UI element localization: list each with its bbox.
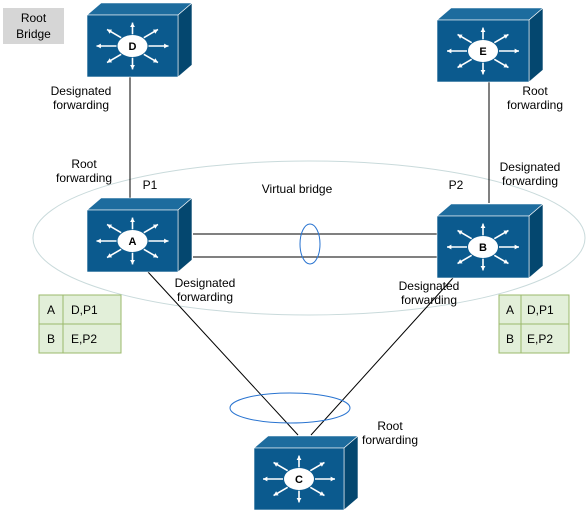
switch-arrows-icon	[96, 22, 169, 70]
table-right-r1c1: A	[506, 303, 514, 317]
b-designated-top-line-2: forwarding	[502, 174, 558, 188]
a-designated-line-1: Designated	[175, 276, 236, 290]
table-right-r2c2: E,P2	[527, 332, 553, 346]
lag-ellipse-ab	[299, 223, 321, 265]
c-root-line-1: Root	[377, 419, 403, 433]
port-p2-label: P2	[449, 178, 464, 192]
a-root-line-2: forwarding	[56, 171, 112, 185]
switch-b: B	[436, 203, 544, 279]
switch-center	[284, 468, 314, 490]
switch-arrows-icon	[447, 223, 519, 271]
lag-ellipse-c	[229, 392, 351, 424]
switch-e-label: E	[479, 46, 486, 58]
switch-d: D	[86, 2, 193, 78]
switch-arrows-icon	[96, 217, 169, 265]
a-designated-line-2: forwarding	[177, 290, 233, 304]
switch-a: A	[86, 197, 193, 273]
a-root-line-1: Root	[71, 157, 97, 171]
b-designated-bottom-line-1: Designated	[399, 279, 460, 293]
labels: Designated forwarding Root forwarding P1…	[51, 84, 563, 447]
table-right-r1c2: D,P1	[527, 303, 554, 317]
switch-center	[468, 236, 498, 258]
c-root-line-2: forwarding	[362, 433, 418, 447]
switch-c: C	[253, 435, 359, 511]
port-p1-label: P1	[143, 178, 158, 192]
table-left-r1c2: D,P1	[71, 303, 98, 317]
virtual-bridge-label: Virtual bridge	[262, 182, 333, 196]
root-bridge-tag: Root Bridge	[3, 8, 64, 44]
switch-center	[117, 35, 148, 57]
virtual-bridge-ellipse	[32, 160, 586, 316]
e-root-line-1: Root	[522, 84, 548, 98]
switch-arrows-icon	[447, 27, 519, 75]
root-bridge-line-2: Bridge	[16, 27, 51, 41]
switch-e: E	[436, 7, 544, 83]
link-b-c	[310, 277, 454, 436]
links	[129, 77, 490, 436]
e-root-line-2: forwarding	[507, 98, 563, 112]
d-designated-line-2: forwarding	[53, 98, 109, 112]
table-right: A D,P1 B E,P2	[498, 294, 570, 354]
table-right-r2c1: B	[506, 332, 514, 346]
root-bridge-line-1: Root	[21, 11, 47, 25]
link-a-c	[147, 271, 299, 436]
switch-d-label: D	[129, 41, 137, 53]
table-left: A D,P1 B E,P2	[38, 294, 122, 354]
switch-a-label: A	[129, 236, 137, 248]
table-left-r1c1: A	[47, 303, 55, 317]
table-left-r2c2: E,P2	[71, 332, 97, 346]
table-left-r2c1: B	[47, 332, 55, 346]
b-designated-top-line-1: Designated	[500, 160, 561, 174]
d-designated-line-1: Designated	[51, 84, 112, 98]
switch-c-label: C	[295, 474, 303, 486]
switch-center	[468, 40, 498, 62]
switch-arrows-icon	[263, 455, 335, 503]
switch-b-label: B	[479, 242, 487, 254]
b-designated-bottom-line-2: forwarding	[401, 293, 457, 307]
switch-center	[117, 230, 148, 252]
